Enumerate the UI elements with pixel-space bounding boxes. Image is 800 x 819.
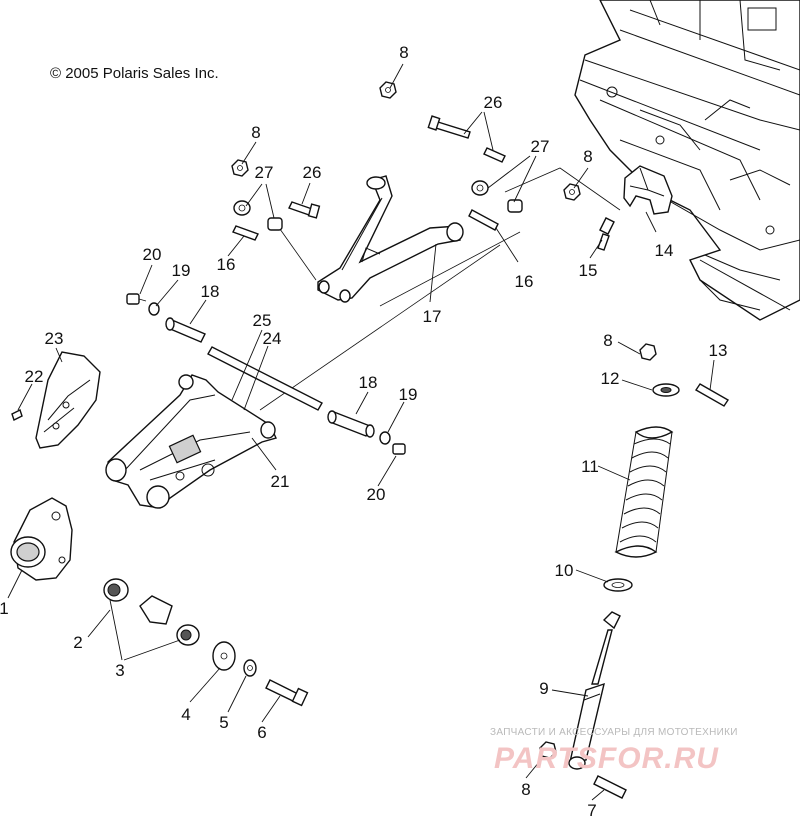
screw-22 bbox=[11, 409, 23, 421]
callout-16: 16 bbox=[515, 272, 534, 291]
callout-24: 24 bbox=[263, 329, 282, 348]
watermark-tagline: ЗАПЧАСТИ И АКСЕССУАРЫ ДЛЯ МОТОТЕХНИКИ bbox=[490, 727, 738, 738]
bolt-26-left bbox=[288, 201, 321, 219]
pin-18-left bbox=[165, 317, 206, 343]
bolt-20-right bbox=[392, 443, 406, 455]
callout-25: 25 bbox=[253, 311, 272, 330]
callout-5: 5 bbox=[219, 713, 228, 732]
shock-absorber-9 bbox=[568, 611, 621, 770]
callout-8: 8 bbox=[603, 331, 612, 350]
callout-3: 3 bbox=[115, 661, 124, 680]
callout-21: 21 bbox=[271, 472, 290, 491]
callout-10: 10 bbox=[555, 561, 574, 580]
bushing-27-right-a bbox=[471, 180, 489, 196]
callout-9: 9 bbox=[539, 679, 548, 698]
callout-8: 8 bbox=[399, 43, 408, 62]
callout-23: 23 bbox=[45, 329, 64, 348]
bolt-26-top bbox=[427, 115, 471, 139]
lower-a-arm bbox=[105, 244, 501, 509]
upper-a-arm bbox=[274, 167, 621, 307]
nut-8-right bbox=[563, 183, 581, 201]
callout-1: 1 bbox=[0, 599, 9, 618]
callout-26: 26 bbox=[303, 163, 322, 182]
frame-assembly bbox=[574, 0, 800, 321]
callout-22: 22 bbox=[25, 367, 44, 386]
watermark-site: PARTSFOR.RU bbox=[494, 742, 719, 775]
callout-27: 27 bbox=[255, 163, 274, 182]
bolt-6 bbox=[265, 679, 309, 707]
callout-8: 8 bbox=[521, 780, 530, 799]
nut-8-shock-top bbox=[639, 343, 657, 361]
callout-16: 16 bbox=[217, 255, 236, 274]
seal-3 bbox=[176, 624, 200, 646]
washer-19-right bbox=[379, 431, 391, 445]
callout-6: 6 bbox=[257, 723, 266, 742]
callout-19: 19 bbox=[399, 385, 418, 404]
callout-13: 13 bbox=[709, 341, 728, 360]
callout-15: 15 bbox=[579, 261, 598, 280]
bolt-7 bbox=[593, 775, 627, 799]
nut-8-shock-bottom bbox=[539, 741, 557, 759]
callout-12: 12 bbox=[601, 369, 620, 388]
callout-18: 18 bbox=[359, 373, 378, 392]
bolt-15 bbox=[597, 217, 615, 251]
callout-17: 17 bbox=[423, 307, 442, 326]
callout-18: 18 bbox=[201, 282, 220, 301]
bearing-sleeve bbox=[139, 595, 173, 625]
callout-8: 8 bbox=[251, 123, 260, 142]
callout-26: 26 bbox=[484, 93, 503, 112]
spring-11 bbox=[614, 426, 674, 558]
callout-14: 14 bbox=[655, 241, 674, 260]
bushing-27-left-a bbox=[233, 200, 251, 216]
hub-knuckle-1 bbox=[10, 497, 73, 581]
callout-27: 27 bbox=[531, 137, 550, 156]
washer-5 bbox=[243, 659, 257, 677]
bolt-26-mid bbox=[483, 147, 506, 163]
spring-seat-10 bbox=[603, 578, 633, 592]
copyright-text: © 2005 Polaris Sales Inc. bbox=[50, 65, 219, 82]
callout-8: 8 bbox=[583, 147, 592, 166]
callout-20: 20 bbox=[367, 485, 386, 504]
seal-2 bbox=[103, 578, 129, 602]
bolt-13 bbox=[695, 383, 729, 407]
callout-11: 11 bbox=[581, 457, 599, 476]
washer-4 bbox=[212, 641, 236, 671]
pin-16-left bbox=[232, 225, 259, 241]
callout-7: 7 bbox=[587, 801, 596, 819]
nut-8-left bbox=[231, 159, 249, 177]
shaft-25 bbox=[207, 346, 323, 411]
callout-2: 2 bbox=[73, 633, 82, 652]
callout-4: 4 bbox=[181, 705, 190, 724]
nut-8-top bbox=[379, 81, 397, 99]
callout-19: 19 bbox=[172, 261, 191, 280]
bushing-27-left-b bbox=[267, 217, 283, 231]
retainer-12 bbox=[652, 383, 680, 397]
callout-20: 20 bbox=[143, 245, 162, 264]
guard-23 bbox=[35, 351, 101, 449]
pin-18-right bbox=[327, 410, 375, 438]
pin-16-right bbox=[468, 209, 499, 231]
mount-bracket-14 bbox=[623, 165, 673, 215]
bolt-20-left bbox=[126, 293, 147, 305]
leader-lines bbox=[7, 63, 715, 801]
watermark: ЗАПЧАСТИ И АКСЕССУАРЫ ДЛЯ МОТОТЕХНИКИ PA… bbox=[490, 727, 738, 775]
bushing-27-right-b bbox=[507, 199, 523, 213]
callout-numbers: 8 26 8 27 26 27 8 14 15 16 16 17 20 19 1… bbox=[0, 43, 727, 819]
